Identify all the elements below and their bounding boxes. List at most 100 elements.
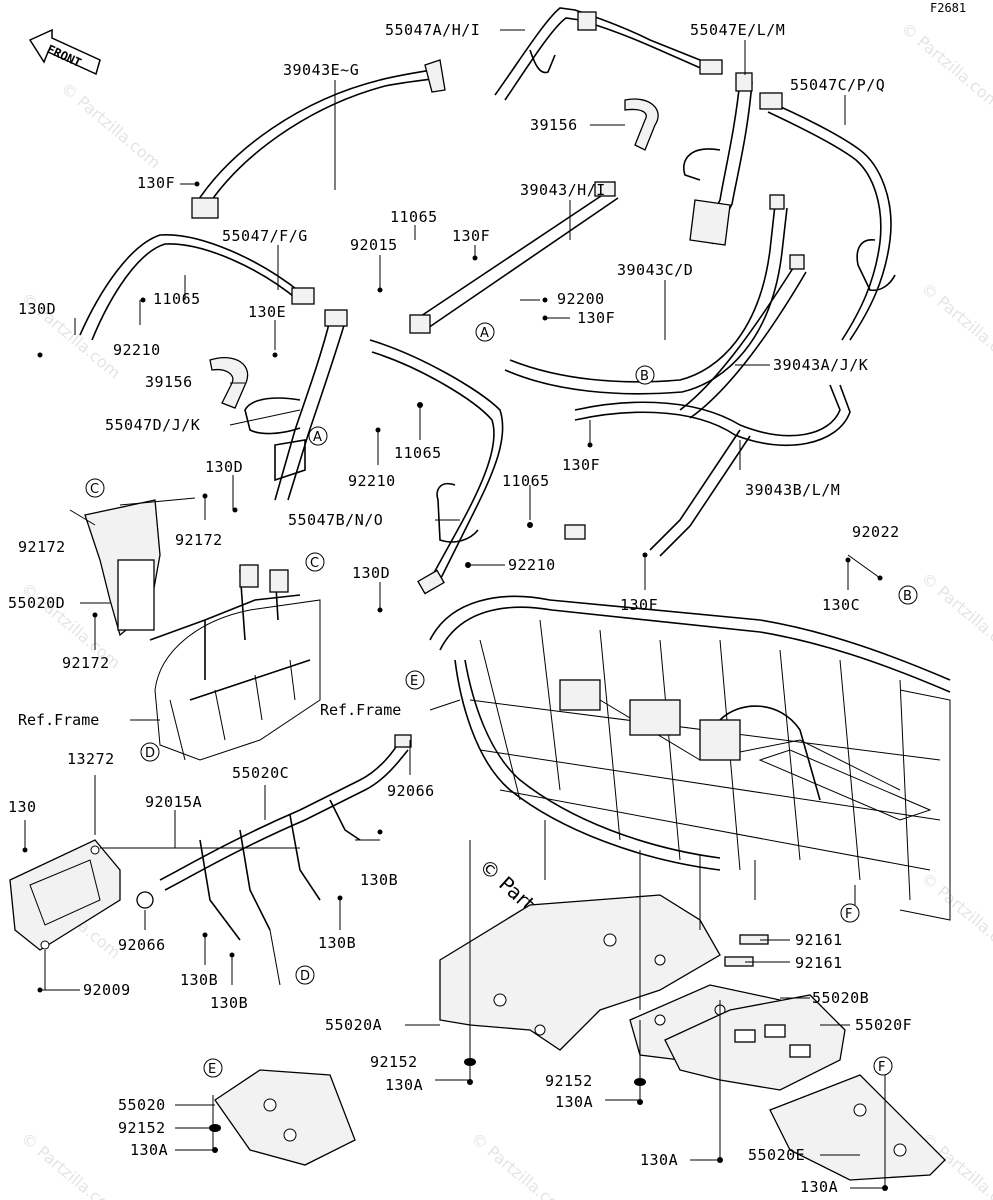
part-number-label: 92009 bbox=[83, 981, 131, 999]
part-55020 bbox=[214, 1069, 356, 1166]
part-number-label: 130A bbox=[640, 1151, 678, 1169]
watermark: © Partzilla.com bbox=[897, 19, 993, 113]
part-number-label: 13272 bbox=[67, 750, 115, 768]
watermark: © Partzilla.com bbox=[917, 279, 993, 373]
bar-39043a-j-k bbox=[679, 264, 796, 411]
part-number-label: 130B bbox=[318, 934, 356, 952]
part-55020d bbox=[84, 499, 161, 637]
callout-b-right: B bbox=[898, 585, 918, 605]
part-number-label: 92210 bbox=[508, 556, 556, 574]
svg-text:B: B bbox=[640, 369, 649, 384]
part-number-label: 130 bbox=[8, 798, 37, 816]
part-labels: 55047A/H/I 55047E/L/M 55047C/P/Q 39043E~… bbox=[8, 21, 912, 1196]
part-number-label: 92172 bbox=[175, 531, 223, 549]
front-frame-ref bbox=[149, 564, 321, 761]
callout-e-frame: E bbox=[405, 670, 425, 690]
fastener-dots bbox=[22, 181, 888, 1191]
front-arrow-icon: FRONT bbox=[28, 28, 101, 76]
svg-text:D: D bbox=[300, 969, 310, 984]
watermark: © Partzilla.com bbox=[57, 79, 164, 173]
part-number-label: 92066 bbox=[118, 936, 166, 954]
part-number-label: 11065 bbox=[153, 290, 201, 308]
part-number-label: 55020 bbox=[118, 1096, 166, 1114]
part-number-label: 55047A/H/I bbox=[385, 21, 480, 39]
part-number-label: 92015 bbox=[350, 236, 398, 254]
part-number-label: 130B bbox=[360, 871, 398, 889]
part-number-label: 11065 bbox=[390, 208, 438, 226]
callout-b-upper: B bbox=[635, 365, 655, 385]
leader-lines bbox=[24, 29, 886, 1189]
part-number-label: 39043C/D bbox=[617, 261, 693, 279]
part-55020c bbox=[136, 734, 412, 941]
part-number-label: 55047C/P/Q bbox=[790, 76, 885, 94]
callout-c-left: C bbox=[85, 478, 105, 498]
callout-f-frame: F bbox=[840, 903, 860, 923]
part-number-label: 92200 bbox=[557, 290, 605, 308]
part-number-label: 130F bbox=[452, 227, 490, 245]
roll-cage-assembly bbox=[79, 7, 896, 595]
watermark: © Partzilla.com bbox=[467, 1129, 574, 1200]
bar-55047c-p-q bbox=[764, 99, 892, 341]
bar-39043-h-i bbox=[414, 189, 611, 321]
part-55020f bbox=[664, 994, 846, 1091]
part-number-label: 130A bbox=[385, 1076, 423, 1094]
part-number-label: 55020C bbox=[232, 764, 289, 782]
bar-55047-f-g bbox=[79, 234, 301, 336]
svg-text:E: E bbox=[208, 1062, 216, 1077]
part-number-label: 92161 bbox=[795, 931, 843, 949]
ref-frame-label: Ref.Frame bbox=[18, 711, 99, 729]
svg-text:C: C bbox=[90, 482, 99, 497]
part-39156-mid bbox=[209, 356, 249, 409]
svg-text:B: B bbox=[903, 589, 912, 604]
part-number-label: 92172 bbox=[18, 538, 66, 556]
part-number-label: 39043A/J/K bbox=[773, 356, 868, 374]
part-number-label: 55020D bbox=[8, 594, 65, 612]
watermark: © Partzilla.com bbox=[917, 569, 993, 663]
part-number-label: 130A bbox=[800, 1178, 838, 1196]
part-number-label: 130F bbox=[620, 596, 658, 614]
part-number-label: 92066 bbox=[387, 782, 435, 800]
bar-39043b-l-m bbox=[574, 384, 841, 437]
part-39156-top bbox=[624, 98, 659, 151]
svg-text:D: D bbox=[145, 746, 155, 761]
svg-text:A: A bbox=[313, 430, 322, 445]
callout-f-plate: F bbox=[873, 1056, 893, 1076]
bar-39043c-d bbox=[509, 204, 776, 383]
part-number-label: 39043/H/I bbox=[520, 181, 606, 199]
part-number-label: 92152 bbox=[370, 1053, 418, 1071]
part-number-label: 92015A bbox=[145, 793, 202, 811]
svg-text:E: E bbox=[410, 674, 418, 689]
part-number-label: 55020E bbox=[748, 1146, 805, 1164]
pillar-55047d-j-k bbox=[274, 319, 331, 501]
svg-text:F: F bbox=[845, 907, 852, 922]
part-number-label: 130B bbox=[210, 994, 248, 1012]
part-55020a bbox=[439, 894, 721, 1051]
part-number-label: 55020F bbox=[855, 1016, 912, 1034]
part-number-label: 92152 bbox=[545, 1072, 593, 1090]
part-number-label: 130A bbox=[130, 1141, 168, 1159]
callout-c-frame: C bbox=[305, 552, 325, 572]
watermark: © Partzilla.com bbox=[17, 1129, 124, 1200]
part-number-label: 130F bbox=[137, 174, 175, 192]
callout-d-bumper: D bbox=[295, 965, 315, 985]
part-number-label: 92172 bbox=[62, 654, 110, 672]
part-number-label: 130F bbox=[577, 309, 615, 327]
part-number-label: 11065 bbox=[502, 472, 550, 490]
svg-text:C: C bbox=[310, 556, 319, 571]
ref-frame-label: Ref.Frame bbox=[320, 701, 401, 719]
part-number-label: 130F bbox=[562, 456, 600, 474]
part-number-label: 92152 bbox=[118, 1119, 166, 1137]
svg-text:A: A bbox=[480, 326, 489, 341]
part-number-label: 11065 bbox=[394, 444, 442, 462]
part-number-label: 130C bbox=[822, 596, 860, 614]
part-number-label: 39043E~G bbox=[283, 61, 359, 79]
callout-a-lower: A bbox=[308, 426, 328, 446]
hoop-55047b-n-o bbox=[369, 339, 504, 581]
part-number-label: 55047D/J/K bbox=[105, 416, 200, 434]
part-number-label: 130B bbox=[180, 971, 218, 989]
part-number-label: 92161 bbox=[795, 954, 843, 972]
part-55020e bbox=[769, 1074, 946, 1181]
part-number-label: 130A bbox=[555, 1093, 593, 1111]
part-number-label: 55047B/N/O bbox=[288, 511, 383, 529]
